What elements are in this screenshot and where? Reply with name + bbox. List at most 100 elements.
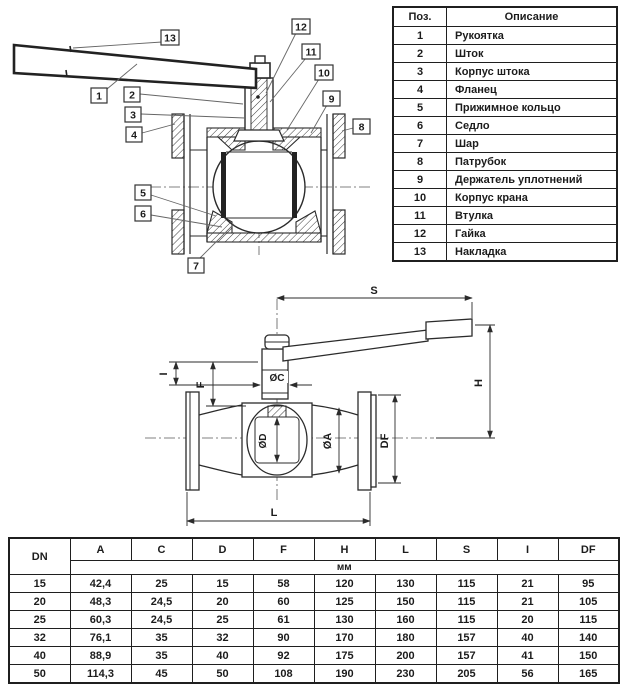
dim-value-dn: 25 [8, 610, 71, 629]
dim-value-h: 120 [313, 574, 376, 593]
callout-8: 8 [352, 118, 371, 135]
dim-col-c: C [130, 537, 193, 561]
dim-value-a: 114,3 [69, 664, 132, 684]
svg-text:12: 12 [295, 22, 307, 34]
dimension-labels: S ØC I F ØD ØA DF H L [158, 285, 485, 519]
part-position: 7 [392, 134, 447, 153]
part-position: 12 [392, 224, 447, 243]
part-description: Гайка [446, 224, 618, 243]
dim-value-c: 24,5 [130, 592, 193, 611]
dim-value-h: 175 [313, 646, 376, 665]
dim-col-i: I [496, 537, 559, 561]
dim-value-df: 150 [557, 646, 620, 665]
dim-label-oc: ØC [270, 373, 285, 384]
dim-value-a: 48,3 [69, 592, 132, 611]
part-description: Корпус крана [446, 188, 618, 207]
dim-value-s: 157 [435, 628, 498, 647]
dim-value-c: 24,5 [130, 610, 193, 629]
dim-value-dn: 20 [8, 592, 71, 611]
dim-value-l: 160 [374, 610, 437, 629]
dim-value-dn: 15 [8, 574, 71, 593]
dim-value-d: 40 [191, 646, 254, 665]
dim-value-d: 25 [191, 610, 254, 629]
dim-value-i: 41 [496, 646, 559, 665]
dim-value-dn: 40 [8, 646, 71, 665]
dim-col-l: L [374, 537, 437, 561]
dim-value-a: 76,1 [69, 628, 132, 647]
dim-value-dn: 50 [8, 664, 71, 684]
part-position: 6 [392, 116, 447, 135]
dim-value-f: 60 [252, 592, 315, 611]
callout-6: 6 [134, 205, 152, 222]
dim-value-dn: 32 [8, 628, 71, 647]
dim-value-f: 90 [252, 628, 315, 647]
part-description: Рукоятка [446, 26, 618, 45]
dim-value-a: 60,3 [69, 610, 132, 629]
dim-value-f: 58 [252, 574, 315, 593]
callout-12: 12 [291, 18, 311, 35]
dim-value-f: 61 [252, 610, 315, 629]
left-flange [171, 113, 207, 255]
part-position: 4 [392, 80, 447, 99]
part-position: 11 [392, 206, 447, 225]
dim-value-f: 92 [252, 646, 315, 665]
dim-col-a: A [69, 537, 132, 561]
callout-5: 5 [134, 184, 152, 201]
dim-value-f: 108 [252, 664, 315, 684]
dim-value-c: 35 [130, 646, 193, 665]
part-description: Корпус штока [446, 62, 618, 81]
dim-value-h: 125 [313, 592, 376, 611]
dim-value-c: 25 [130, 574, 193, 593]
callout-4: 4 [125, 126, 143, 143]
svg-text:7: 7 [193, 261, 199, 273]
part-description: Патрубок [446, 152, 618, 171]
ball-bore [221, 151, 297, 219]
unit-label: мм [69, 560, 620, 575]
part-position: 8 [392, 152, 447, 171]
dim-value-df: 115 [557, 610, 620, 629]
dim-col-f: F [252, 537, 315, 561]
dim-value-i: 21 [496, 592, 559, 611]
part-description: Шар [446, 134, 618, 153]
dim-value-a: 88,9 [69, 646, 132, 665]
dim-col-s: S [435, 537, 498, 561]
handle-lever [12, 43, 258, 90]
dim-value-i: 40 [496, 628, 559, 647]
svg-text:13: 13 [164, 33, 176, 45]
dim-value-df: 105 [557, 592, 620, 611]
dim-value-h: 130 [313, 610, 376, 629]
svg-text:1: 1 [96, 91, 102, 103]
right-flange [321, 113, 346, 255]
part-description: Держатель уплотнений [446, 170, 618, 189]
callout-13: 13 [160, 29, 180, 46]
dim-value-l: 230 [374, 664, 437, 684]
callout-10: 10 [314, 64, 334, 81]
dim-value-s: 115 [435, 610, 498, 629]
part-description: Втулка [446, 206, 618, 225]
dim-label-od: ØD [258, 434, 269, 449]
part-position: 13 [392, 242, 447, 262]
dim-value-df: 165 [557, 664, 620, 684]
dim-value-i: 56 [496, 664, 559, 684]
svg-text:3: 3 [130, 110, 136, 122]
callout-1: 1 [90, 87, 108, 104]
dimension-lines [169, 295, 495, 526]
dim-value-h: 190 [313, 664, 376, 684]
dim-col-df: DF [557, 537, 620, 561]
dim-value-d: 20 [191, 592, 254, 611]
dim-value-h: 170 [313, 628, 376, 647]
dim-value-s: 205 [435, 664, 498, 684]
callout-7: 7 [187, 257, 205, 274]
callout-leaders [72, 32, 354, 259]
dim-value-df: 140 [557, 628, 620, 647]
